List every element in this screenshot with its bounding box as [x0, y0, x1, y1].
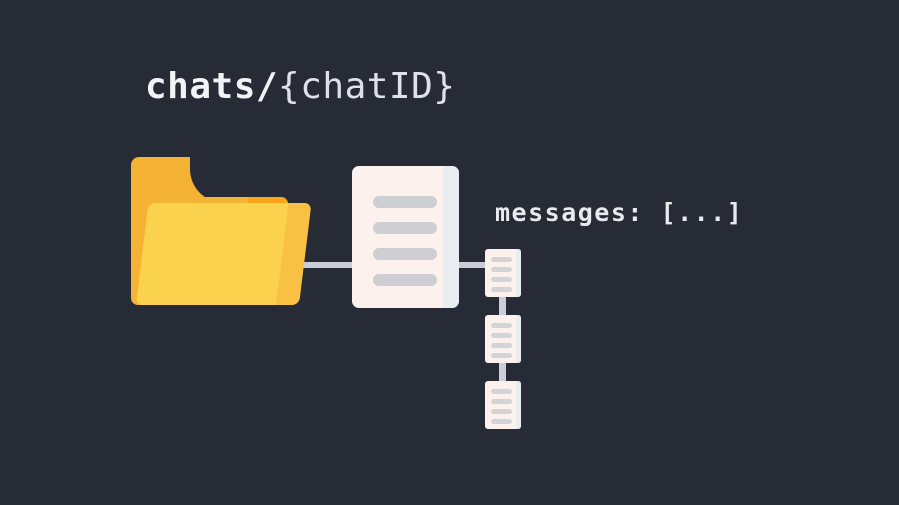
message-card-edge	[516, 249, 521, 297]
page-title: chats/{chatID}	[145, 63, 455, 111]
message-card-icon	[485, 249, 521, 297]
connector-message-2-to-3	[499, 358, 506, 386]
message-card-text-line	[491, 277, 512, 282]
message-card-text-line	[491, 389, 512, 394]
message-card-text-line	[491, 343, 512, 348]
message-card-text-line	[491, 419, 512, 424]
message-card-icon	[485, 381, 521, 429]
folder-tab-notch	[190, 157, 264, 203]
message-card-text-line	[491, 267, 512, 272]
document-edge	[443, 166, 459, 308]
message-card-text-line	[491, 399, 512, 404]
message-card-edge	[516, 381, 521, 429]
message-card-text-line	[491, 353, 512, 358]
message-card-edge	[516, 315, 521, 363]
document-text-line	[373, 222, 437, 234]
message-card-text-line	[491, 257, 512, 262]
message-card-text-line	[491, 323, 512, 328]
message-card-text-line	[491, 333, 512, 338]
messages-field-label: messages: [...]	[495, 198, 744, 227]
document-text-line	[373, 196, 437, 208]
connector-document-to-message	[455, 262, 489, 268]
message-card-icon	[485, 315, 521, 363]
folder-icon	[128, 153, 312, 311]
connector-folder-to-document	[286, 262, 356, 268]
connector-message-1-to-2	[499, 292, 506, 320]
document-text-line	[373, 248, 437, 260]
message-card-text-line	[491, 287, 512, 292]
document-text-line	[373, 274, 437, 286]
folder-front-panel	[136, 203, 289, 305]
title-document-segment: {chatID}	[278, 66, 456, 107]
message-card-text-line	[491, 409, 512, 414]
title-collection-segment: chats/	[145, 66, 279, 107]
document-icon	[352, 166, 459, 308]
